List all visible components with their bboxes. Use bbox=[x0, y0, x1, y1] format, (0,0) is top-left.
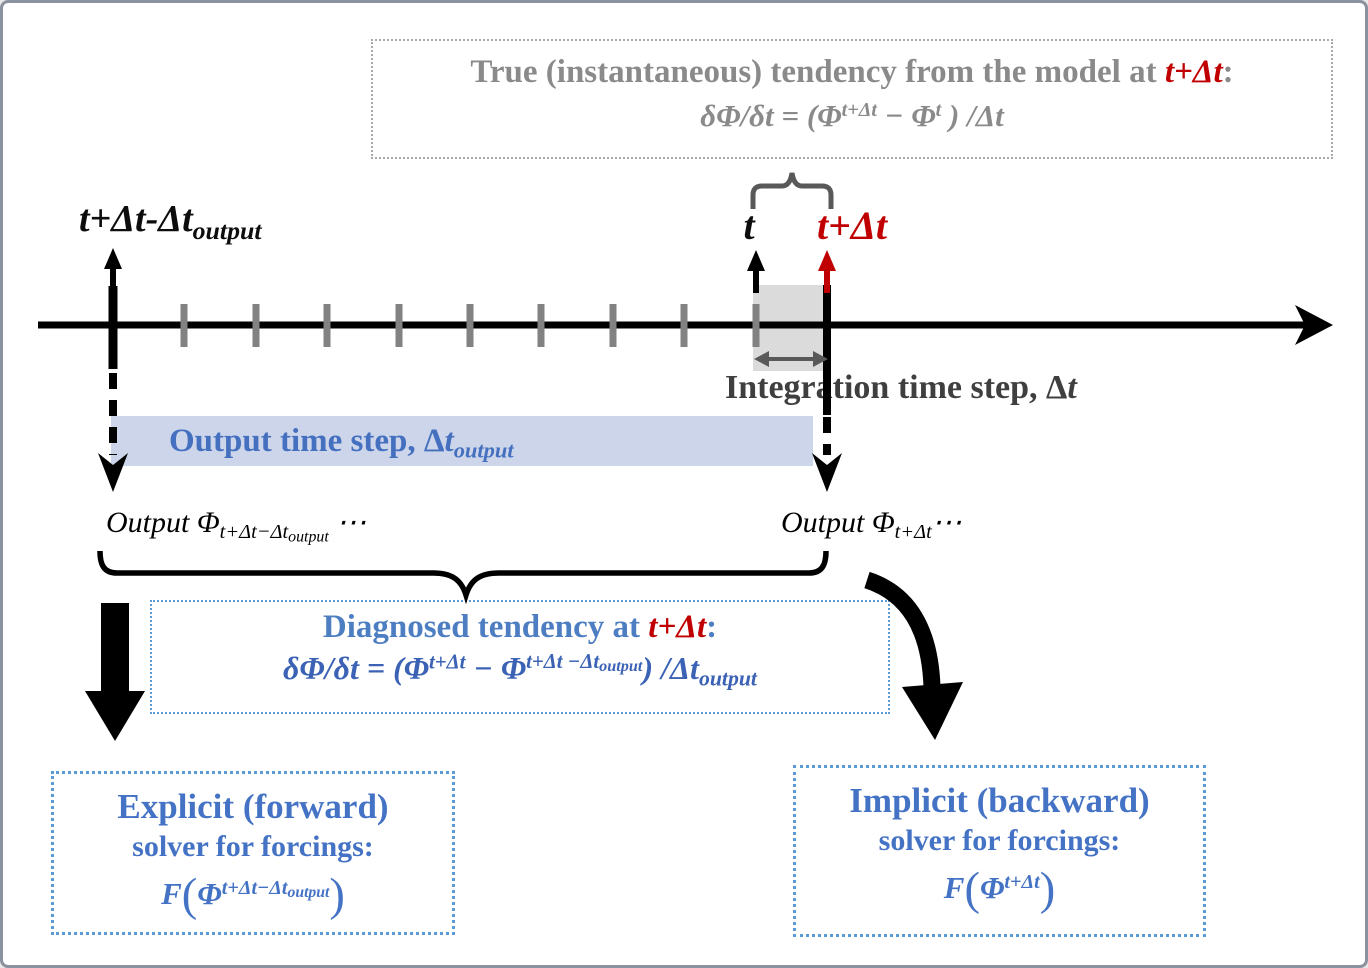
label-text: Output time step, Δ bbox=[169, 423, 445, 459]
output-point-pointer-arrow bbox=[104, 248, 122, 295]
formula-superscript: t bbox=[935, 98, 942, 121]
double-arrow-right-head bbox=[813, 351, 828, 367]
formula-subscript: output bbox=[698, 666, 757, 691]
formula-superscript: t+Δt bbox=[1004, 871, 1040, 894]
label-subscript: t+Δt bbox=[894, 521, 932, 544]
t-plus-dt-time-label: t+Δt bbox=[816, 203, 888, 248]
diagnosed-tendency-title: Diagnosed tendency at t+Δt: bbox=[152, 608, 888, 648]
label-text: Integration time step, Δ bbox=[725, 369, 1068, 406]
formula-phi: Φ bbox=[197, 876, 222, 912]
output-left-label: Output Φt+Δt−Δtoutput ⋯ bbox=[106, 505, 366, 547]
formula-function: F bbox=[943, 870, 965, 906]
formula-part: − Φ bbox=[465, 649, 527, 686]
formula-part: ) /Δt bbox=[642, 649, 699, 686]
formula-superscript: t+Δt bbox=[428, 650, 466, 674]
diagnosed-tendency-formula: δΦ/δt = (Φt+Δt − Φt+Δt −Δtoutput) /Δtout… bbox=[152, 649, 888, 692]
left-paren: ( bbox=[964, 864, 980, 916]
true-tendency-formula: δΦ/δt = (Φt+Δt − Φt ) /Δt bbox=[373, 97, 1331, 134]
formula-part: − Φ bbox=[876, 97, 936, 133]
implicit-solver-box: Implicit (backward) solver for forcings:… bbox=[793, 765, 1206, 937]
formula-nested-subscript: output bbox=[599, 657, 643, 676]
formula-superscript: t+Δt −Δt bbox=[526, 650, 600, 674]
true-tendency-box: True (instantaneous) tendency from the m… bbox=[371, 39, 1333, 159]
true-tendency-title-text: True (instantaneous) tendency from the m… bbox=[470, 54, 1165, 90]
t-pointer-arrow bbox=[747, 250, 765, 293]
formula-superscript: t+Δt bbox=[841, 98, 877, 121]
label-nested-subscript: output bbox=[288, 528, 329, 546]
formula-part: ) /Δt bbox=[941, 97, 1004, 133]
arrow-head bbox=[818, 250, 836, 271]
label-main: t+Δt-Δt bbox=[79, 198, 193, 240]
formula-phi: Φ bbox=[979, 870, 1005, 906]
left-paren: ( bbox=[181, 870, 198, 922]
formula-nested-subscript: output bbox=[287, 883, 330, 901]
label-subscript: output bbox=[453, 437, 514, 463]
label-subscript: output bbox=[192, 215, 262, 245]
label-text: Output Φ bbox=[781, 506, 895, 539]
right-paren: ) bbox=[329, 870, 345, 922]
formula-superscript: t+Δt−Δt bbox=[221, 877, 288, 900]
arrow-head bbox=[104, 248, 122, 269]
t-time-label: t bbox=[743, 203, 755, 248]
output-time-step-label: Output time step, Δtoutput bbox=[169, 416, 514, 466]
explicit-solver-title: Explicit (forward) bbox=[117, 787, 389, 826]
integration-time-step-label: Integration time step, Δt bbox=[725, 369, 1077, 407]
integration-span-arrow bbox=[754, 351, 828, 367]
title-text: Diagnosed tendency at bbox=[322, 609, 649, 645]
implicit-solver-formula: F(Φt+Δt) bbox=[796, 860, 1203, 920]
minor-ticks bbox=[180, 304, 760, 347]
integration-shade bbox=[753, 285, 827, 371]
block-down-arrow bbox=[85, 603, 145, 741]
implicit-solver-subtitle: solver for forcings: bbox=[878, 824, 1121, 858]
output-right-label: Output Φt+Δt⋯ bbox=[781, 505, 962, 544]
double-arrow-left-head bbox=[754, 351, 769, 367]
explicit-solver-box: Explicit (forward) solver for forcings: … bbox=[51, 771, 455, 935]
title-colon: : bbox=[706, 609, 718, 645]
title-time: t+Δt bbox=[648, 609, 707, 645]
output-point-time-label: t+Δt-Δtoutput bbox=[79, 197, 262, 246]
output-time-step-bar: Output time step, Δtoutput bbox=[111, 416, 813, 466]
ellipsis: ⋯ bbox=[328, 506, 367, 539]
label-subscript: t+Δt−Δt bbox=[219, 521, 289, 544]
formula-part: δΦ/δt = (Φ bbox=[283, 649, 429, 686]
arrow-head bbox=[747, 250, 765, 271]
timeline-arrowhead-icon bbox=[1295, 305, 1333, 345]
ellipsis: ⋯ bbox=[931, 506, 962, 539]
true-tendency-colon: : bbox=[1222, 54, 1234, 90]
arrow-head bbox=[812, 453, 842, 492]
formula-function: F bbox=[161, 876, 182, 912]
arrow-head bbox=[902, 682, 963, 740]
true-tendency-time: t+Δt bbox=[1164, 54, 1223, 90]
label-var: t bbox=[1067, 369, 1077, 406]
label-text: Output Φ bbox=[106, 506, 220, 539]
implicit-solver-title: Implicit (backward) bbox=[849, 781, 1150, 820]
label-var: t bbox=[444, 423, 454, 459]
true-tendency-title: True (instantaneous) tendency from the m… bbox=[373, 53, 1331, 93]
right-dashed-output-arrow bbox=[812, 417, 842, 492]
bottom-brace bbox=[97, 550, 829, 605]
t-plus-dt-pointer-arrow bbox=[818, 250, 836, 293]
diagnosed-tendency-box: Diagnosed tendency at t+Δt: δΦ/δt = (Φt+… bbox=[150, 600, 890, 714]
right-paren: ) bbox=[1039, 864, 1056, 916]
explicit-solver-subtitle: solver for forcings: bbox=[132, 830, 374, 864]
explicit-solver-formula: F(Φt+Δt−Δtoutput) bbox=[54, 866, 452, 926]
formula-part: δΦ/δt = (Φ bbox=[700, 97, 842, 133]
